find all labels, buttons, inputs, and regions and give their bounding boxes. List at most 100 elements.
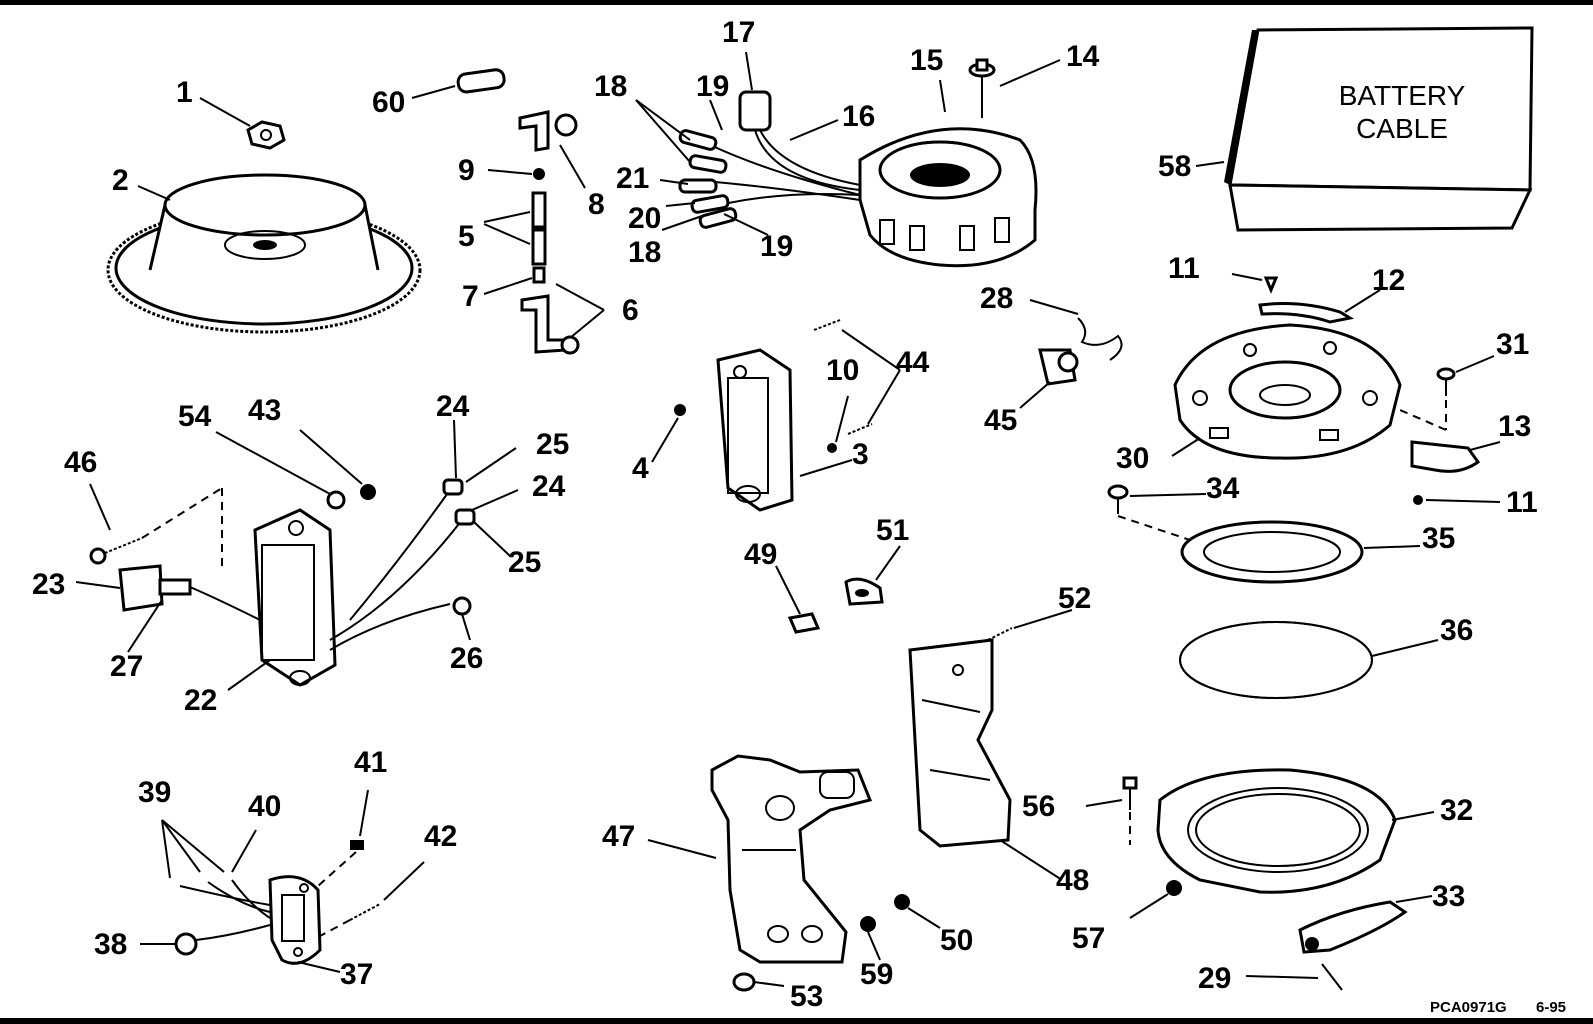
- callout-56: 56: [1022, 790, 1055, 823]
- part-connector-23: [75, 564, 261, 653]
- callout-33: 33: [1432, 880, 1465, 913]
- callout-44: 44: [896, 346, 930, 379]
- callout-47: 47: [602, 820, 635, 853]
- part-timer-base-30: [1171, 323, 1402, 460]
- part-grommet-51: [844, 545, 901, 606]
- part-washer-10: [827, 395, 849, 453]
- callout-29: 29: [1198, 962, 1231, 995]
- part-leads-39-40: [161, 819, 271, 919]
- callout-22: 22: [184, 684, 217, 717]
- callout-48: 48: [1056, 864, 1089, 897]
- part-screw-31: [1399, 355, 1495, 431]
- callout-20: 20: [628, 202, 661, 235]
- callout-17: 17: [722, 16, 755, 49]
- callout-30: 30: [1116, 442, 1149, 475]
- callout-41: 41: [354, 746, 387, 779]
- callout-labels: 1 2 60 17 18 19 15 14 16 9 8 21 20 18 19…: [32, 16, 1538, 1013]
- callout-24b: 24: [532, 470, 566, 503]
- callout-4: 4: [632, 452, 649, 485]
- callout-34: 34: [1206, 472, 1240, 505]
- callout-10: 10: [826, 354, 859, 387]
- callout-53: 53: [790, 980, 823, 1013]
- part-screw-11: [1231, 273, 1501, 505]
- part-screw-14: [968, 58, 1061, 118]
- part-washer-54: [215, 431, 346, 510]
- callout-1: 1: [176, 76, 193, 109]
- callout-11a: 11: [1168, 252, 1200, 285]
- part-nut-43: [299, 429, 376, 500]
- callout-54: 54: [178, 400, 212, 433]
- part-screw-56: [1085, 776, 1138, 845]
- callout-21: 21: [616, 162, 649, 195]
- part-screw-41: [317, 789, 369, 887]
- callout-28: 28: [980, 282, 1013, 315]
- callout-18a: 18: [594, 70, 627, 103]
- callout-37: 37: [340, 958, 373, 991]
- part-link-12: [1258, 289, 1381, 324]
- part-stator-15: [858, 79, 1038, 268]
- part-nut-57: [1129, 880, 1182, 919]
- callout-50: 50: [940, 924, 973, 957]
- callout-3: 3: [852, 438, 869, 471]
- part-screw-34: [1107, 484, 1207, 541]
- part-sensor-45: [1019, 348, 1079, 409]
- part-screw-44: [813, 319, 901, 435]
- bottom-border: [0, 1018, 1593, 1024]
- battery-cable-box-58: BATTERY CABLE: [1195, 26, 1534, 232]
- footer-code: PCA0971G: [1430, 999, 1507, 1016]
- part-switch-box-22: [227, 508, 337, 691]
- part-ring-terminal-38: [140, 924, 271, 956]
- callout-59: 59: [860, 958, 893, 991]
- callout-40: 40: [248, 790, 281, 823]
- callout-60: 60: [372, 86, 405, 119]
- part-flywheel-2: [106, 173, 422, 334]
- callout-58: 58: [1158, 150, 1191, 183]
- part-washer-4: [651, 404, 686, 463]
- callout-23: 23: [32, 568, 65, 601]
- battery-label-line2: CABLE: [1356, 113, 1448, 144]
- part-sleeve-60: [411, 68, 506, 99]
- part-leads-24-25: [329, 419, 519, 641]
- part-wire-harness-16: [635, 51, 861, 236]
- callout-16: 16: [842, 100, 875, 133]
- callout-24a: 24: [436, 390, 470, 423]
- callout-2: 2: [112, 164, 129, 197]
- part-clip-28: [1029, 299, 1123, 361]
- callout-15: 15: [910, 44, 943, 77]
- callout-18b: 18: [628, 236, 661, 269]
- callout-11b: 11: [1506, 486, 1538, 519]
- part-screw-46: [89, 483, 223, 570]
- callout-7: 7: [462, 280, 479, 313]
- callout-14: 14: [1066, 40, 1100, 73]
- part-throttle-arm-33: [1298, 895, 1433, 954]
- part-power-pack-3: [716, 348, 853, 512]
- callout-42: 42: [424, 820, 457, 853]
- callout-32: 32: [1440, 794, 1473, 827]
- callout-49: 49: [744, 538, 777, 571]
- part-screw-53: [732, 972, 785, 992]
- part-mounting-bracket-47: [647, 754, 873, 964]
- callout-25b: 25: [508, 546, 541, 579]
- part-hose-fittings: [483, 110, 605, 355]
- part-screw-42: [319, 861, 425, 937]
- part-cam-follower-13: [1410, 440, 1501, 473]
- top-border: [0, 0, 1593, 5]
- part-clip-49: [775, 565, 821, 634]
- part-screw-52: [987, 609, 1073, 641]
- footer-date: 6-95: [1536, 999, 1566, 1016]
- battery-label-line1: BATTERY: [1339, 80, 1466, 111]
- callout-8: 8: [588, 188, 605, 221]
- callout-46: 46: [64, 446, 97, 479]
- callout-26: 26: [450, 642, 483, 675]
- part-bracket-48: [908, 638, 1063, 881]
- callout-51: 51: [876, 514, 909, 547]
- part-nut-1: [199, 97, 286, 150]
- callout-43: 43: [248, 394, 281, 427]
- callout-12: 12: [1372, 264, 1405, 297]
- callout-36: 36: [1440, 614, 1473, 647]
- callout-57: 57: [1072, 922, 1105, 955]
- part-nut-59: [860, 916, 881, 961]
- part-nut-50: [894, 894, 941, 929]
